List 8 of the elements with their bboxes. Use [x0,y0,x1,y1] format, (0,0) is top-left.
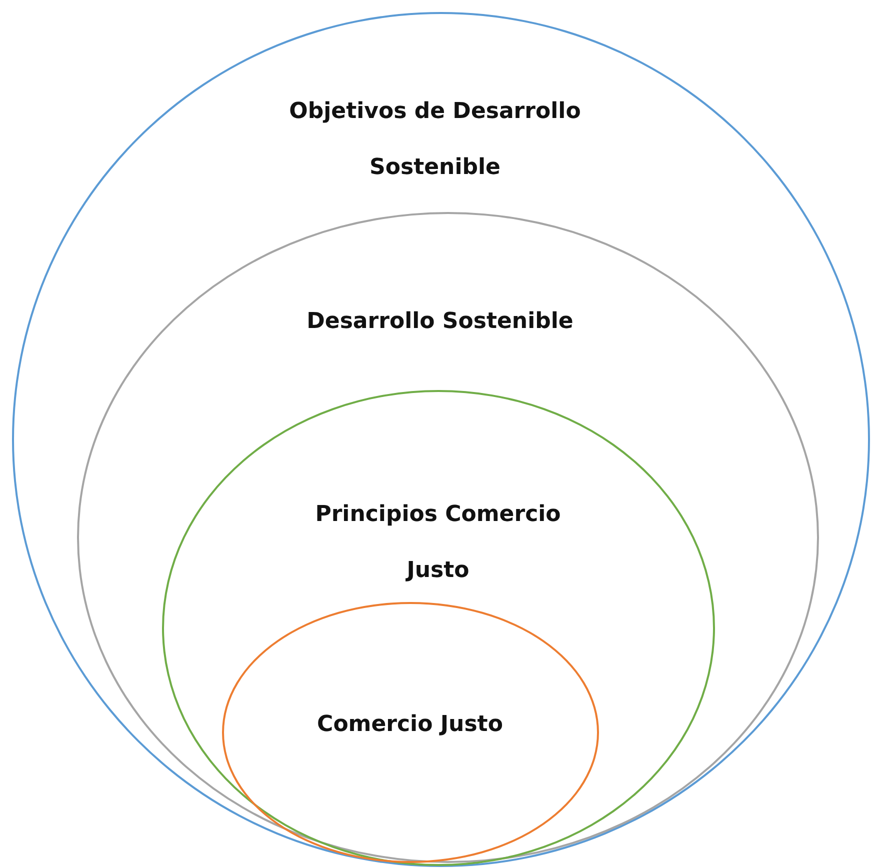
ellipse [222,602,599,863]
ellipse [162,390,715,866]
ellipse-label: Desarrollo Sostenible [306,308,574,336]
ellipse [12,12,870,867]
ellipse-label: Principios Comercio Justo [314,501,562,585]
ellipse-label: Objetivos de Desarrollo Sostenible [288,98,582,182]
ellipse [77,212,819,863]
ellipse-label: Comercio Justo [316,711,504,739]
